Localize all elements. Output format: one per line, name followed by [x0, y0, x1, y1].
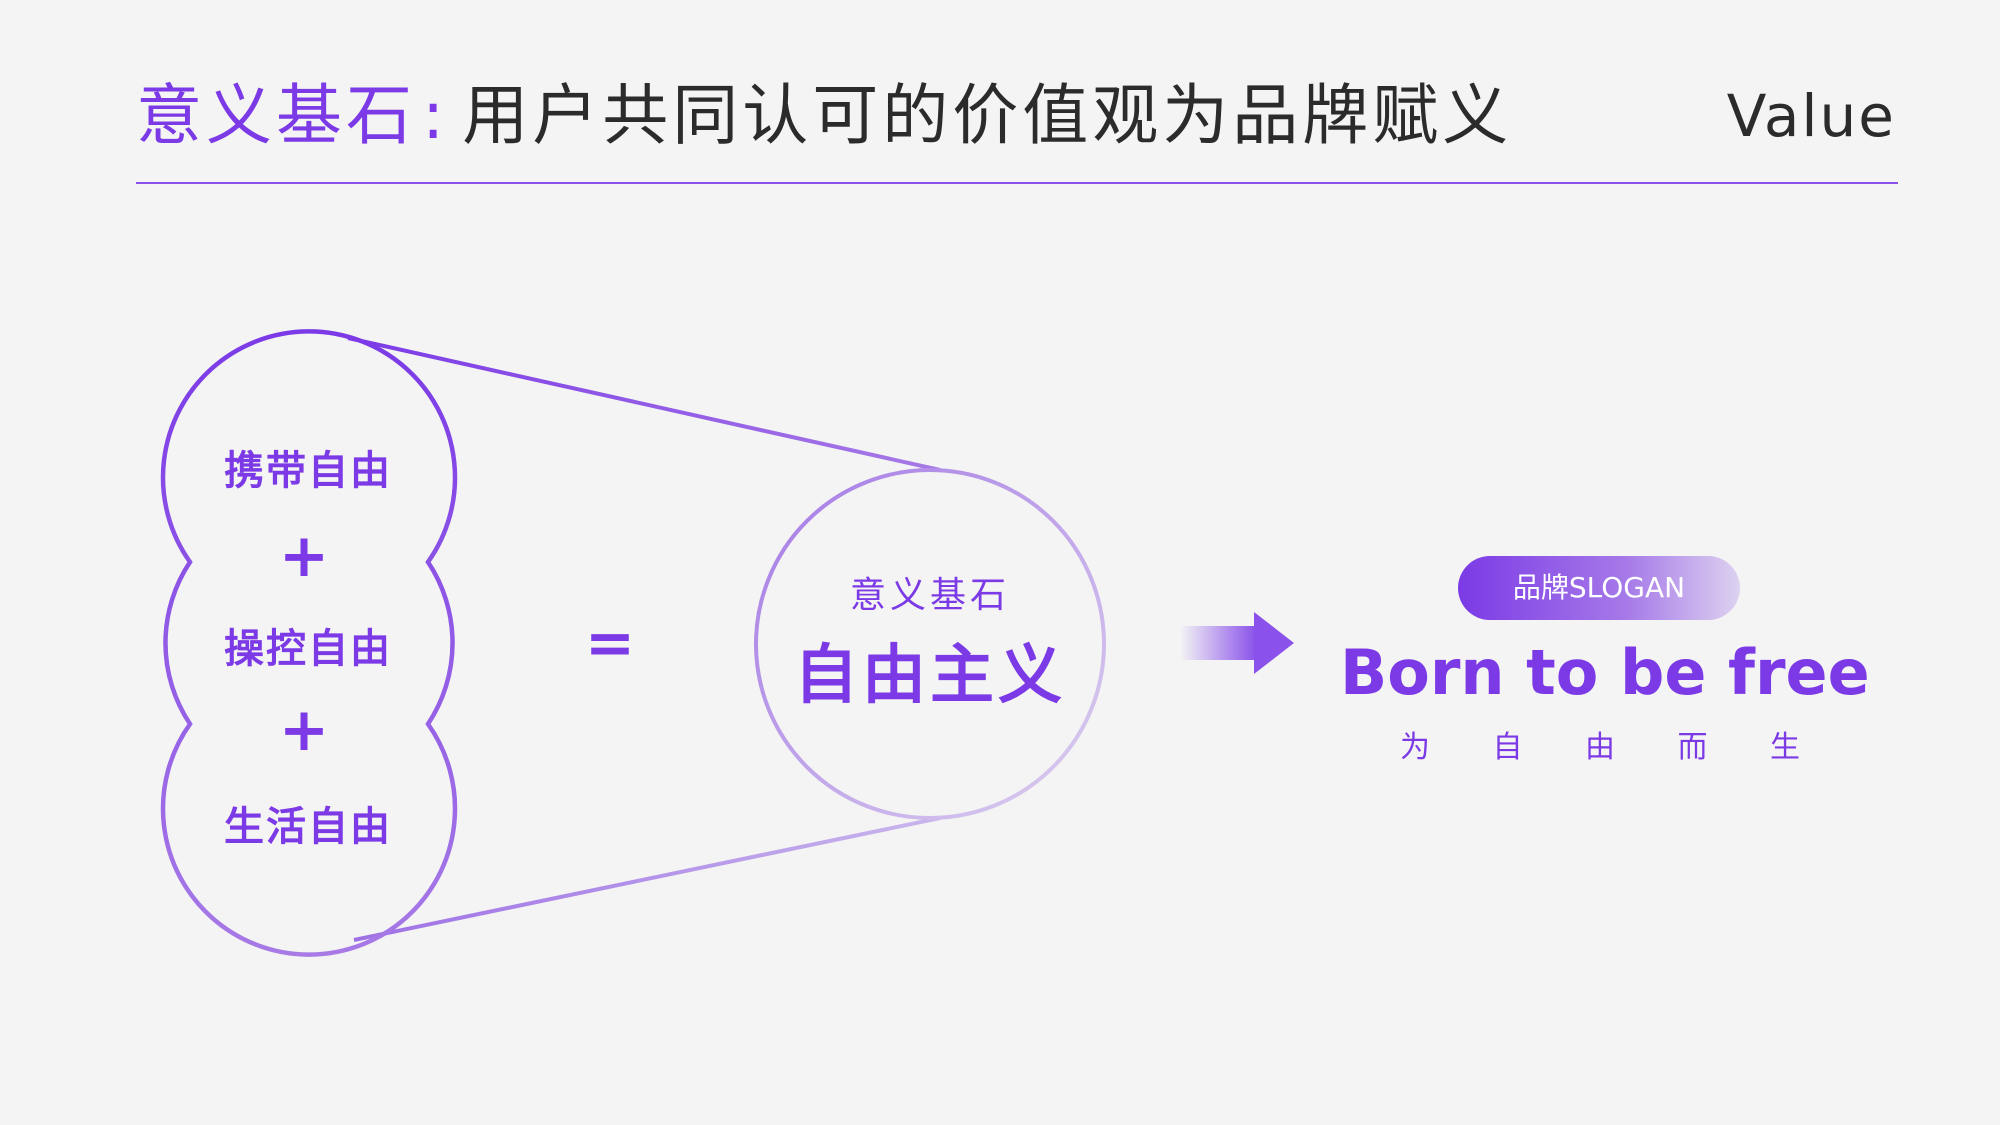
equals-sign: = — [584, 608, 636, 678]
header: 意义基石:用户共同认可的价值观为品牌赋义 Value — [136, 66, 1896, 166]
slogan-char: 而 — [1677, 730, 1708, 765]
plus-sign: + — [278, 695, 330, 765]
section-tag: Value — [1726, 82, 1896, 150]
connector-top-line — [347, 336, 941, 472]
title-accent: 意义基石 — [136, 77, 416, 154]
slogan-chinese: 为 自 由 而 生 — [1400, 722, 1800, 766]
page-title: 意义基石:用户共同认可的价值观为品牌赋义 — [136, 66, 1512, 166]
plus-sign: + — [278, 521, 330, 591]
title-colon: : — [422, 77, 449, 154]
result-title: 自由主义 — [794, 639, 1066, 713]
slogan-char: 为 — [1400, 730, 1430, 765]
slogan-char: 自 — [1492, 730, 1523, 765]
header-divider — [136, 182, 1898, 184]
stack-item-control: 操控自由 — [224, 626, 392, 672]
result-circle — [754, 468, 1106, 820]
arrow-right-icon — [1180, 612, 1294, 674]
stack-item-life: 生活自由 — [224, 804, 392, 850]
slogan-badge: 品牌SLOGAN — [1458, 556, 1740, 620]
title-rest: 用户共同认可的价值观为品牌赋义 — [462, 77, 1513, 154]
result-subtitle: 意义基石 — [849, 575, 1010, 616]
slogan-char: 生 — [1770, 730, 1800, 765]
connector-bottom-line — [353, 816, 941, 942]
slogan-english: Born to be free — [1340, 636, 1870, 709]
slogan-char: 由 — [1585, 730, 1615, 765]
stacked-circles-outline — [160, 329, 458, 957]
stack-item-carry: 携带自由 — [224, 448, 392, 494]
